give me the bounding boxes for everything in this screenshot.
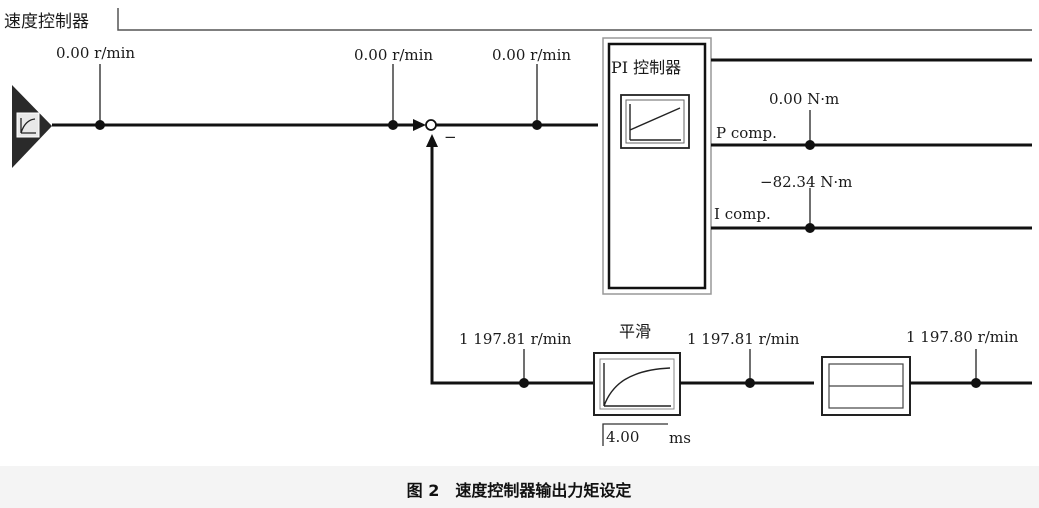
smoothing-time-field[interactable]: 4.00	[606, 428, 639, 446]
pi-controller-block[interactable]: PI 控制器	[602, 37, 712, 295]
deviation-value: 0.00 r/min	[492, 46, 571, 64]
i-comp-label: I comp.	[714, 205, 771, 223]
actual-2-value: 1 197.81 r/min	[687, 330, 800, 348]
test-point-actual-3[interactable]	[971, 378, 981, 388]
smoothing-time-field-frame	[602, 423, 668, 446]
caption-band	[0, 466, 1039, 508]
title-tab-frame	[117, 8, 1032, 31]
test-point-setpoint-2[interactable]	[388, 120, 398, 130]
test-point-i-comp[interactable]	[805, 223, 815, 233]
actual-3-value: 1 197.80 r/min	[906, 328, 1019, 346]
p-comp-value: 0.00 N·m	[769, 90, 839, 108]
summing-junction	[425, 119, 437, 131]
feedback-line	[430, 147, 595, 385]
smoothing-filter-block[interactable]	[593, 352, 681, 416]
panel-title: 速度控制器	[4, 12, 89, 32]
test-point-setpoint-1[interactable]	[95, 120, 105, 130]
setpoint-1-value: 0.00 r/min	[56, 44, 135, 62]
p-comp-label: P comp.	[716, 124, 777, 142]
setpoint-2-value: 0.00 r/min	[354, 46, 433, 64]
pt1-response-icon	[603, 363, 671, 407]
actual-value-block[interactable]	[821, 356, 911, 416]
summing-minus-sign: −	[444, 128, 457, 146]
test-point-actual-2[interactable]	[745, 378, 755, 388]
test-point-deviation[interactable]	[532, 120, 542, 130]
actual-1-value: 1 197.81 r/min	[459, 330, 572, 348]
smoothing-label: 平滑	[619, 322, 651, 341]
i-comp-value: −82.34 N·m	[760, 173, 852, 191]
smoothing-time-unit: ms	[669, 429, 691, 447]
feedback-arrowhead	[426, 134, 438, 147]
pi-controller-label: PI 控制器	[611, 58, 681, 77]
setpoint-source-block[interactable]	[12, 85, 52, 168]
setpoint-arrowhead	[413, 119, 426, 131]
test-point-actual-1[interactable]	[519, 378, 529, 388]
figure-caption: 图 2 速度控制器输出力矩设定	[407, 481, 632, 500]
pi-characteristic-icon	[620, 94, 690, 149]
test-point-p-comp[interactable]	[805, 140, 815, 150]
